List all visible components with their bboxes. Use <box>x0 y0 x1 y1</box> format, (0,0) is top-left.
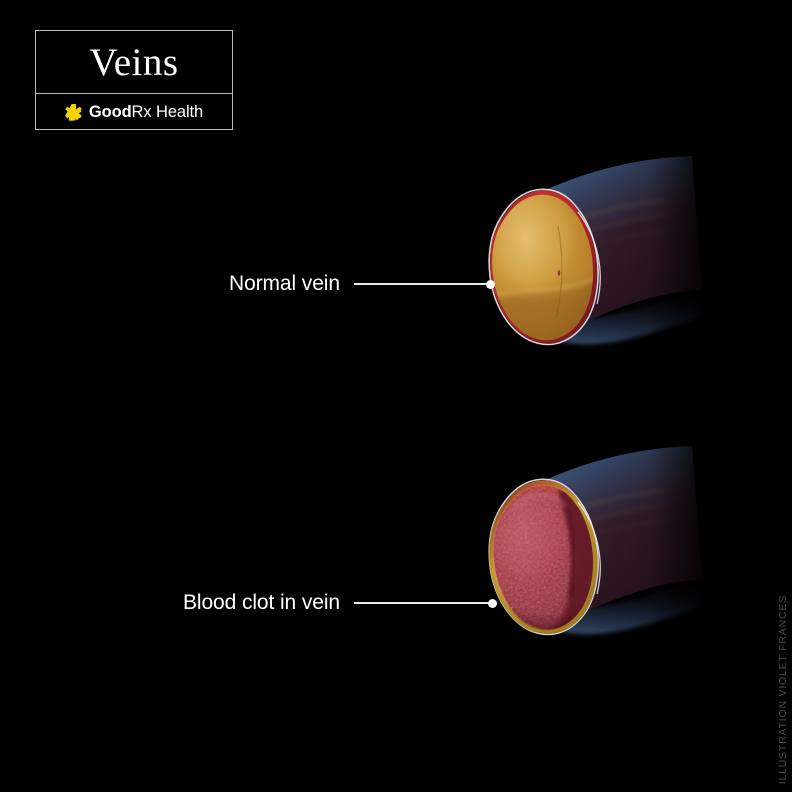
brand-name-suffix: Health <box>151 102 204 121</box>
callout-blood-clot: Blood clot in vein <box>183 591 497 615</box>
callout-normal-vein: Normal vein <box>229 272 495 296</box>
callout-label-blood-clot: Blood clot in vein <box>183 591 340 614</box>
brand-name-rx: Rx <box>131 102 152 121</box>
blood-clot-vein-graphic <box>488 430 730 680</box>
illustration-credit: ILLUSTRATION VIOLET FRANCES <box>777 594 789 784</box>
vein-lumen-ring <box>488 480 598 634</box>
leader-dot <box>485 279 495 289</box>
normal-vein-illustration <box>430 140 730 390</box>
vein-outer-rim <box>488 188 599 346</box>
brand-row: GoodRx Health <box>36 94 232 130</box>
brand-name-bold: Good <box>88 102 132 121</box>
normal-vein-graphic <box>488 140 730 390</box>
leader-line <box>353 283 487 285</box>
leader-dot <box>487 598 497 608</box>
page-title: Veins <box>89 40 179 84</box>
callout-label-normal-vein: Normal vein <box>229 272 340 295</box>
goodrx-cross-logo-icon <box>65 103 82 121</box>
vein-inner-highlight <box>577 211 601 305</box>
brand-lockup: Veins GoodRx Health <box>35 30 233 130</box>
credit-container: ILLUSTRATION VIOLET FRANCES <box>772 584 792 784</box>
vein-lumen <box>492 194 594 341</box>
title-row: Veins <box>36 31 232 94</box>
blood-clot <box>492 484 594 631</box>
vein-inner-highlight <box>577 501 601 595</box>
blood-clot-vein-illustration <box>430 430 730 680</box>
leader-line <box>353 602 489 604</box>
brand-name: GoodRx Health <box>89 103 203 122</box>
